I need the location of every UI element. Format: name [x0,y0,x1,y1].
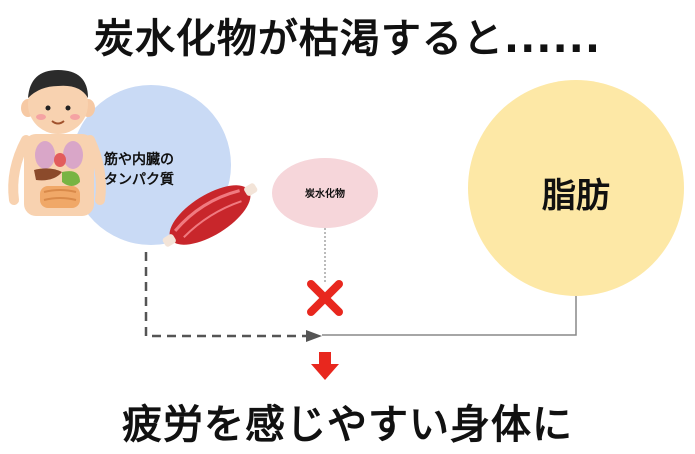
down-arrow-icon [311,352,339,380]
result-text: 疲労を感じやすい身体に [122,402,573,448]
protein-label-line1: 筋や内臓の [104,152,174,168]
blocked-cross-icon [307,280,343,316]
carbohydrate-label: 炭水化物 [305,189,345,200]
muscle-illustration [162,183,258,247]
dashed-arrow-path [144,252,310,338]
dashed-arrow-head [306,330,322,342]
page-title: 炭水化物が枯渇すると...... [93,16,602,62]
fat-connection-line [322,296,577,336]
child-organs-illustration [8,70,106,216]
carbohydrate-circle [272,158,378,228]
protein-label: 筋や内臓の タンパク質 [104,150,174,190]
protein-label-line2: タンパク質 [104,172,174,188]
fat-circle [468,80,684,296]
fat-label: 脂肪 [542,176,610,216]
